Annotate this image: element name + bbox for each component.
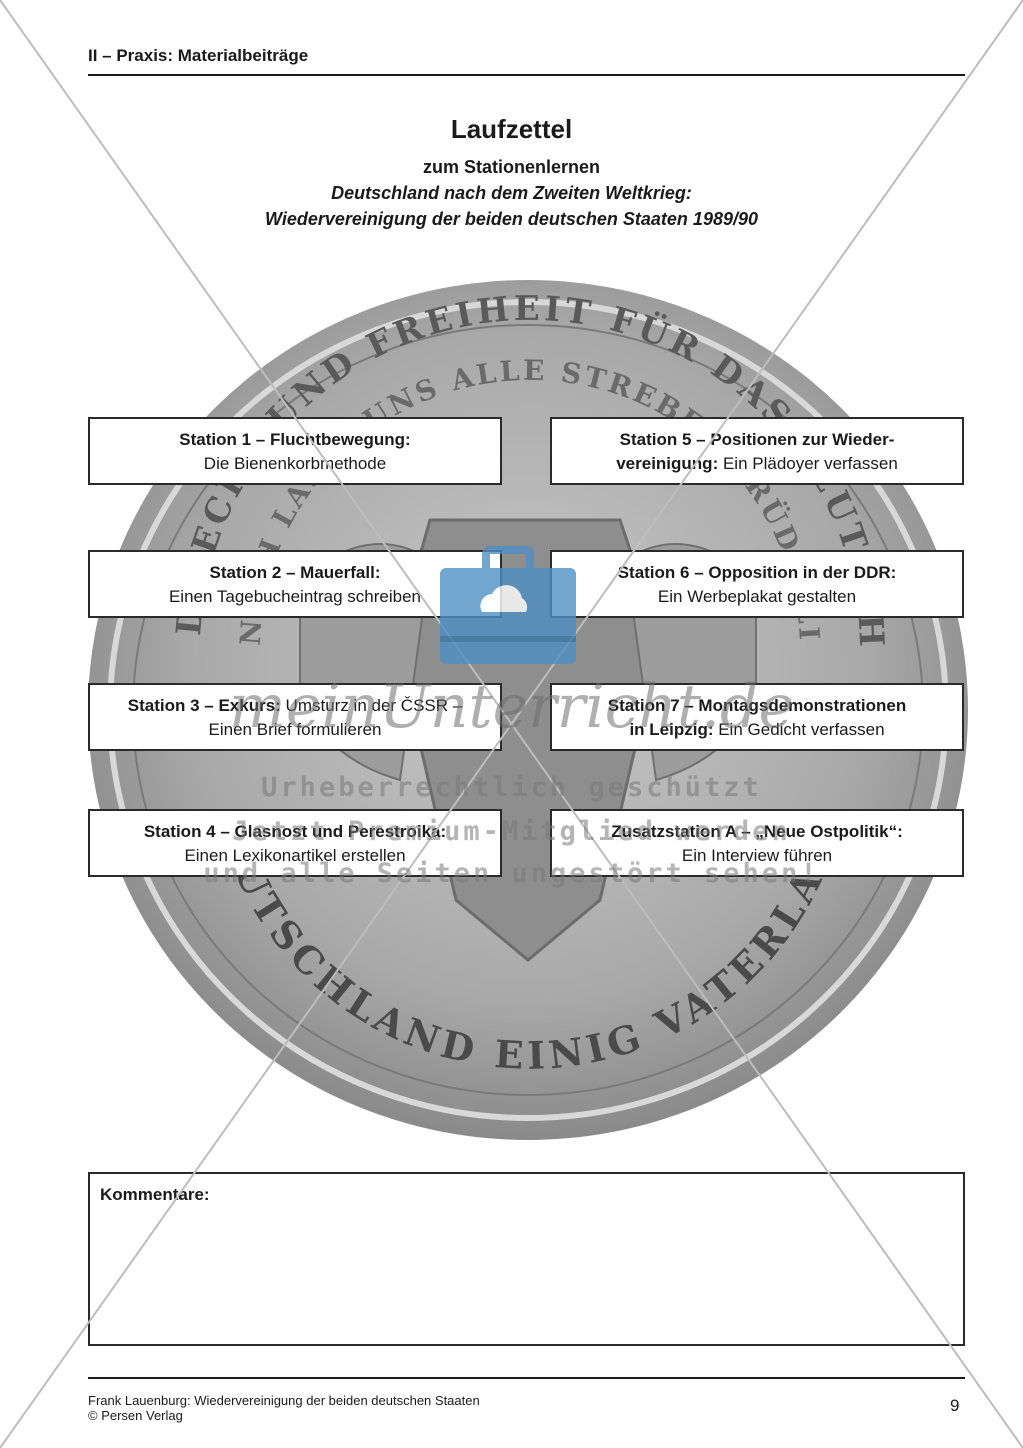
station-box-5: Station 5 – Positionen zur Wieder- verei… [550,417,964,485]
watermark-view: und alle Seiten ungestört sehen! [203,858,820,889]
station-box-6: Station 6 – Opposition in der DDR: Ein W… [550,550,964,618]
station-5-title-line-2: vereinigung: [616,454,719,473]
comments-box: Kommentare: [88,1172,965,1346]
station-5-title-line-1: Station 5 – Positionen zur Wieder- [619,430,895,449]
station-box-2: Station 2 – Mauerfall: Einen Tagebuchein… [88,550,502,618]
watermark-premium: Jetzt Premium-Mitglied werden [232,816,791,847]
watermark-copyright: Urheberrechtlich geschützt [261,772,762,803]
station-2-task: Einen Tagebucheintrag schreiben [168,587,422,606]
station-6-title: Station 6 – Opposition in der DDR: [617,563,897,582]
footer-author-title: Frank Lauenburg: Wiedervereinigung der b… [88,1393,480,1408]
comments-label: Kommentare: [100,1185,210,1204]
station-box-1: Station 1 – Fluchtbewegung: Die Bienenko… [88,417,502,485]
station-2-title: Station 2 – Mauerfall: [209,563,381,582]
station-1-task: Die Bienenkorbmethode [203,454,387,473]
page-number: 9 [950,1396,960,1415]
station-1-title: Station 1 – Fluchtbewegung: [179,430,411,449]
station-6-task: Ein Werbeplakat gestalten [657,587,857,606]
footer-publisher: © Persen Verlag [88,1408,183,1423]
station-5-task: Ein Plädoyer verfassen [718,454,898,473]
footer-rule [88,1377,965,1379]
watermark-brand: meinUnterricht.de [229,672,794,742]
